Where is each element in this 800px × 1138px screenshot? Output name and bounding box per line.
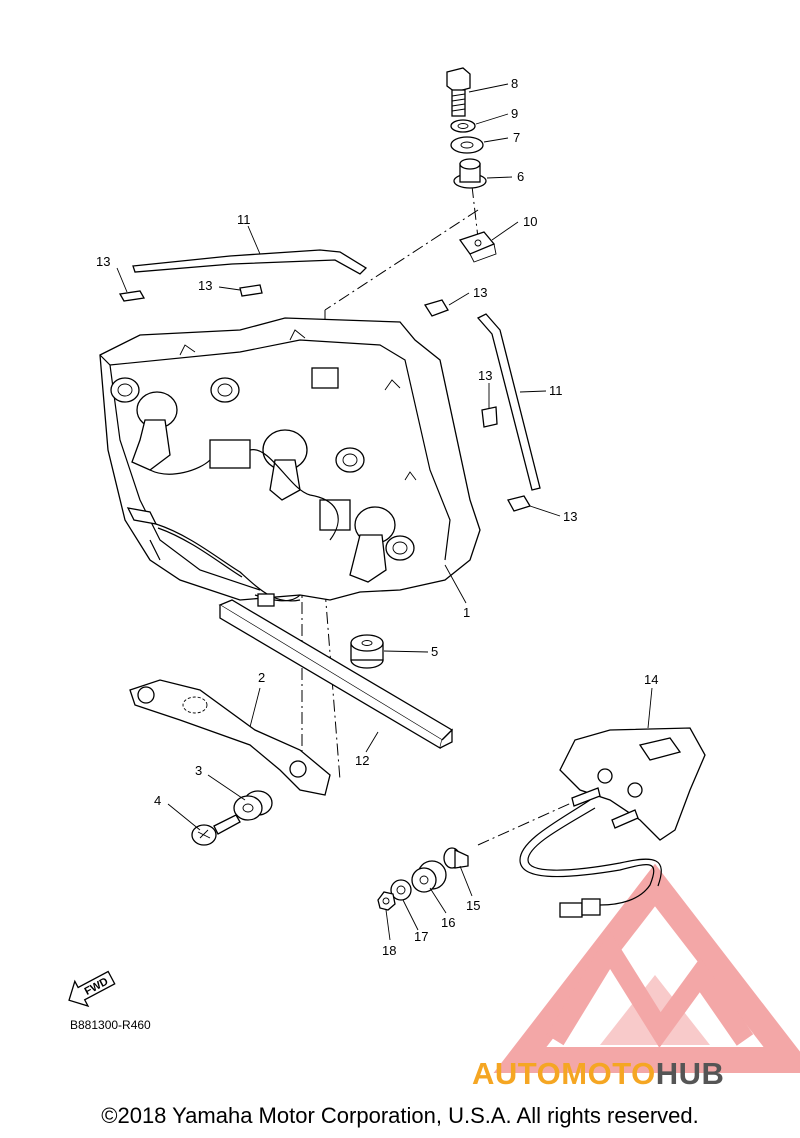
part-17-washer [390,879,412,901]
leader-lines [116,83,653,941]
callout-7: 7 [513,130,520,145]
part-6-collar [453,158,487,189]
copyright-notice: ©2018 Yamaha Motor Corporation, U.S.A. A… [101,1103,699,1128]
watermark-logo [493,863,800,1073]
part-18-nut [377,891,396,911]
callout-2: 2 [258,670,265,685]
part-2-bracket [129,679,331,796]
part-9-washer [450,119,476,133]
callout-13-right: 13 [473,285,487,300]
harness-connector [126,507,301,607]
callout-11-top: 11 [237,212,251,227]
callout-8: 8 [511,76,518,91]
part-12-strip [218,599,454,750]
callout-1: 1 [463,605,470,620]
part-10-clip [458,231,497,263]
callout-9: 9 [511,106,518,121]
part-5-grommet [350,634,384,669]
watermark-part2: HUB [655,1056,725,1091]
part-3-grommet [233,790,273,821]
part-11-strip-top [132,249,368,275]
callout-16: 16 [441,915,455,930]
callout-6: 6 [517,169,524,184]
callout-14: 14 [644,672,658,687]
callout-17: 17 [414,929,428,944]
part-15-collar [443,847,469,869]
part-8-bolt [446,67,471,117]
part-11-strip-right [476,313,541,491]
watermark-part1: AUTOMOTO [472,1056,656,1091]
callout-11-right: 11 [549,383,563,398]
callout-12: 12 [355,753,369,768]
part-13-pads [118,284,531,512]
part-14-license-light [519,727,706,918]
callout-13-bottom: 13 [563,509,577,524]
part-1-taillight-housing [99,317,481,602]
callout-18: 18 [382,943,396,958]
part-7-washer [450,136,484,154]
callout-13-left: 13 [96,254,110,269]
callout-4: 4 [154,793,161,808]
callout-13-side: 13 [478,368,492,383]
callout-labels: 1 2 3 4 5 6 7 8 9 10 11 11 12 13 13 13 1… [96,76,658,958]
part-16-grommet [411,860,447,893]
fwd-arrow-icon: FWD [68,970,116,1008]
callout-10: 10 [523,214,537,229]
diagram-code: B881300-R460 [70,1018,151,1032]
watermark-text: AUTOMOTOHUB [472,1056,724,1092]
callout-5: 5 [431,644,438,659]
callout-3: 3 [195,763,202,778]
fwd-label: FWD [83,976,111,998]
part-4-screw [191,814,241,846]
callout-15: 15 [466,898,480,913]
callout-13-mid: 13 [198,278,212,293]
